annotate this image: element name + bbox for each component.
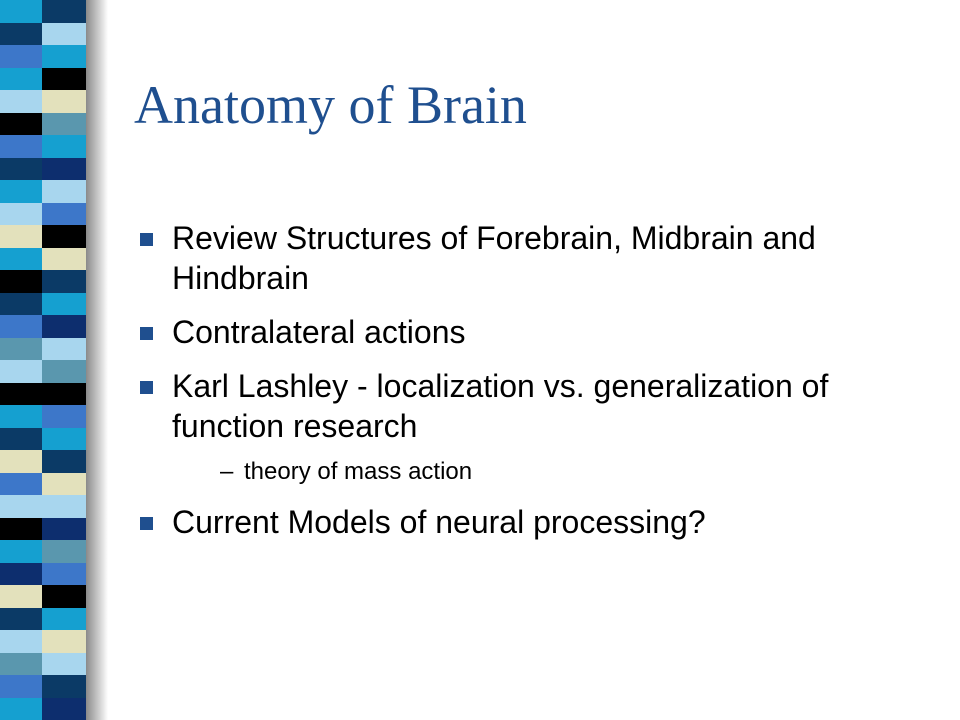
left-decorative-bar xyxy=(0,0,108,720)
bullet-square-icon xyxy=(140,233,153,246)
bar-square xyxy=(0,270,46,293)
bar-square xyxy=(0,292,46,315)
slide-title: Anatomy of Brain xyxy=(134,75,527,135)
bar-square xyxy=(42,22,88,45)
bullet-text: Current Models of neural processing? xyxy=(172,504,706,540)
bar-square xyxy=(42,337,88,360)
bar-square xyxy=(42,495,88,518)
bullet-item: Contralateral actions xyxy=(140,312,930,352)
bullet-square-icon xyxy=(140,381,153,394)
bar-square xyxy=(42,67,88,90)
sub-bullet-text: theory of mass action xyxy=(244,458,473,485)
sub-bullet-dash: – xyxy=(220,458,234,485)
bar-square xyxy=(42,90,88,113)
bar-square xyxy=(0,135,46,158)
bar-square xyxy=(42,202,88,225)
bar-square xyxy=(0,495,46,518)
bullet-text: Review Structures of Forebrain, Midbrain… xyxy=(172,220,816,296)
bar-square xyxy=(42,112,88,135)
bar-square xyxy=(0,382,46,405)
bar-square xyxy=(42,0,88,23)
bar-square xyxy=(0,337,46,360)
left-bar-shadow xyxy=(86,0,108,720)
bullet-text: Contralateral actions xyxy=(172,314,466,350)
bullet-square-icon xyxy=(140,327,153,340)
bar-square xyxy=(0,562,46,585)
bar-square xyxy=(42,562,88,585)
bar-square xyxy=(42,585,88,608)
bar-square xyxy=(0,67,46,90)
bar-square xyxy=(42,607,88,630)
bar-square xyxy=(0,450,46,473)
bar-square xyxy=(42,630,88,653)
bar-square xyxy=(0,517,46,540)
bar-square xyxy=(42,180,88,203)
left-bar-column-inner xyxy=(42,0,88,720)
bar-square xyxy=(42,45,88,68)
bar-square xyxy=(0,652,46,675)
bar-square xyxy=(0,405,46,428)
bar-square xyxy=(0,90,46,113)
bullet-list: Review Structures of Forebrain, Midbrain… xyxy=(140,218,930,556)
bar-square xyxy=(0,607,46,630)
bar-square xyxy=(42,472,88,495)
bar-square xyxy=(42,292,88,315)
bar-square xyxy=(42,247,88,270)
bar-square xyxy=(0,225,46,248)
bar-square xyxy=(0,157,46,180)
bar-square xyxy=(0,22,46,45)
bar-square xyxy=(0,540,46,563)
bar-square xyxy=(0,112,46,135)
bar-square xyxy=(0,585,46,608)
bullet-text: Karl Lashley - localization vs. generali… xyxy=(172,368,829,444)
bar-square xyxy=(42,450,88,473)
bar-square xyxy=(42,405,88,428)
bar-square xyxy=(0,472,46,495)
bar-square xyxy=(42,135,88,158)
bar-square xyxy=(0,180,46,203)
bar-square xyxy=(42,652,88,675)
bar-square xyxy=(42,315,88,338)
bar-square xyxy=(0,427,46,450)
bar-square xyxy=(42,427,88,450)
bar-square xyxy=(0,247,46,270)
bullet-square-icon xyxy=(140,517,153,530)
bar-square xyxy=(0,697,46,720)
bullet-item: Review Structures of Forebrain, Midbrain… xyxy=(140,218,930,298)
sub-bullet-item: – theory of mass action xyxy=(172,456,930,488)
bar-square xyxy=(0,45,46,68)
bar-square xyxy=(42,675,88,698)
bar-square xyxy=(42,360,88,383)
bar-square xyxy=(0,360,46,383)
left-bar-column-outer xyxy=(0,0,46,720)
bar-square xyxy=(42,157,88,180)
bar-square xyxy=(0,675,46,698)
bullet-item: Karl Lashley - localization vs. generali… xyxy=(140,366,930,488)
bar-square xyxy=(0,202,46,225)
bar-square xyxy=(0,315,46,338)
bullet-item: Current Models of neural processing? xyxy=(140,502,930,542)
bar-square xyxy=(0,0,46,23)
bar-square xyxy=(42,382,88,405)
bar-square xyxy=(42,270,88,293)
bar-square xyxy=(42,225,88,248)
bar-square xyxy=(0,630,46,653)
bar-square xyxy=(42,540,88,563)
bar-square xyxy=(42,517,88,540)
bar-square xyxy=(42,697,88,720)
